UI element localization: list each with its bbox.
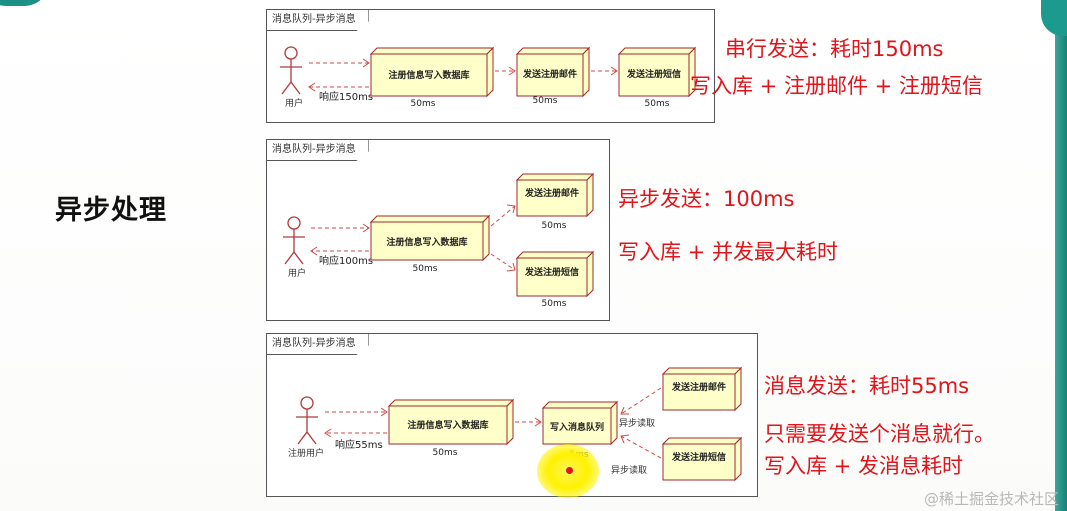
parallel-diagram: 用户 响应100ms 注册信息写入数据库 50ms 发 xyxy=(283,172,595,309)
queue-note-formula: 写入库 + 发消息耗时 xyxy=(764,454,963,478)
async-read-label: 异步读取 xyxy=(619,417,655,429)
box-send-sms: 发送注册短信 xyxy=(661,436,743,482)
request-arrow xyxy=(309,58,370,68)
actor-stick-figure xyxy=(283,216,305,265)
queue-diagram: 注册用户 响应55ms 注册信息写入数据库 50ms 写入消息队列 5ms xyxy=(288,366,743,482)
box-db-write: 注册信息写入数据库 xyxy=(369,214,491,262)
arrow-db-to-email xyxy=(495,66,516,76)
right-edge-decoration xyxy=(1055,0,1067,511)
right-corner-decoration xyxy=(1041,0,1067,36)
response-label: 响应100ms xyxy=(319,254,373,267)
duration-label: 50ms xyxy=(533,96,558,106)
panel-tab: 消息队列-异步消息 xyxy=(267,10,369,31)
duration-label: 50ms xyxy=(411,99,436,109)
box-send-email: 发送注册邮件 xyxy=(661,366,743,412)
box-send-email: 发送注册邮件 xyxy=(515,172,595,218)
panel-tab: 消息队列-异步消息 xyxy=(267,140,369,161)
actor-label: 用户 xyxy=(285,97,303,109)
response-label: 响应150ms xyxy=(319,90,373,103)
arrow-sms-reads-queue xyxy=(620,434,662,459)
diagram-panel-parallel: 消息队列-异步消息 用户 响应100ms 注册信息写入数据库 50ms xyxy=(266,139,610,321)
serial-note-formula: 写入库 + 注册邮件 + 注册短信 xyxy=(690,74,983,98)
box-label: 写入消息队列 xyxy=(550,421,604,433)
panel-tab: 消息队列-异步消息 xyxy=(267,334,369,355)
diagram-panel-serial: 消息队列-异步消息 用户 响应150ms 注册信息写入数据库 xyxy=(266,9,715,123)
serial-note-title: 串行发送：耗时150ms xyxy=(725,37,944,61)
laser-pointer-dot xyxy=(566,467,573,474)
diagram-panel-queue: 消息队列-异步消息 注册用户 响应55ms 注册信息写入数据库 50ms xyxy=(266,333,758,497)
box-db-write: 注册信息写入数据库 xyxy=(369,46,495,98)
duration-label: 50ms xyxy=(433,448,458,458)
response-label: 响应55ms xyxy=(335,438,383,451)
box-label: 注册信息写入数据库 xyxy=(407,419,488,431)
actor-label: 注册用户 xyxy=(288,447,324,459)
parallel-note-formula: 写入库 + 并发最大耗时 xyxy=(618,240,838,264)
async-read-label: 异步读取 xyxy=(611,464,647,476)
arrow-email-reads-queue xyxy=(620,387,662,415)
arrow-db-to-queue xyxy=(515,417,542,427)
queue-note-title: 消息发送：耗时55ms xyxy=(764,374,970,398)
box-db-write: 注册信息写入数据库 xyxy=(387,398,515,446)
box-label: 发送注册邮件 xyxy=(522,68,577,80)
actor-label: 用户 xyxy=(288,267,306,279)
box-label: 注册信息写入数据库 xyxy=(388,69,469,81)
arrow-db-to-sms xyxy=(490,253,516,272)
actor-stick-figure xyxy=(280,46,302,95)
duration-label: 50ms xyxy=(542,221,567,231)
box-label: 发送注册短信 xyxy=(671,451,726,463)
request-arrow xyxy=(311,223,370,233)
serial-diagram: 用户 响应150ms 注册信息写入数据库 发送注册邮件 xyxy=(280,46,697,109)
box-label: 发送注册短信 xyxy=(524,266,579,278)
parallel-note-title: 异步发送：100ms xyxy=(618,187,795,211)
response-arrow xyxy=(310,246,369,256)
arrow-db-to-email xyxy=(490,204,516,227)
duration-label: 50ms xyxy=(645,99,670,109)
box-label: 发送注册短信 xyxy=(626,68,681,80)
queue-note-detail: 只需要发送个消息就行。 xyxy=(764,422,995,446)
duration-label: 50ms xyxy=(542,299,567,309)
response-arrow xyxy=(308,82,369,92)
box-write-queue: 写入消息队列 xyxy=(541,400,619,446)
box-send-sms: 发送注册短信 xyxy=(515,250,595,298)
box-label: 注册信息写入数据库 xyxy=(386,236,467,248)
box-label: 发送注册邮件 xyxy=(524,187,579,199)
request-arrow xyxy=(325,407,388,417)
box-send-sms: 发送注册短信 xyxy=(617,46,697,98)
arrow-email-to-sms xyxy=(591,66,618,76)
section-title: 异步处理 xyxy=(55,195,167,226)
box-label: 发送注册邮件 xyxy=(671,381,726,393)
duration-label: 50ms xyxy=(413,264,438,274)
watermark: @稀土掘金技术社区 xyxy=(923,490,1059,508)
actor-stick-figure xyxy=(296,396,318,445)
box-send-email: 发送注册邮件 xyxy=(515,46,591,98)
response-arrow xyxy=(324,428,387,438)
corner-decoration xyxy=(0,0,50,6)
